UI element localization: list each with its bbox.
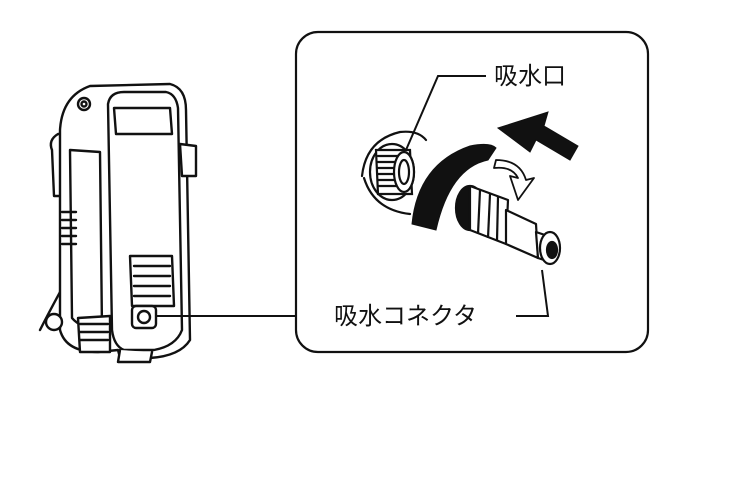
rotation-band-icon bbox=[411, 143, 497, 231]
intake-connector-label: 吸水コネクタ bbox=[334, 302, 478, 330]
push-arrow-icon bbox=[496, 111, 579, 161]
threaded-intake-port-icon bbox=[360, 130, 428, 216]
hose-connector-icon bbox=[454, 184, 562, 266]
intake-port-leader bbox=[405, 75, 486, 151]
pressure-washer-icon bbox=[38, 82, 198, 364]
rotate-arrow-icon bbox=[493, 159, 535, 201]
intake-port-label: 吸水口 bbox=[494, 62, 566, 90]
intake-connector-leader bbox=[516, 269, 550, 317]
